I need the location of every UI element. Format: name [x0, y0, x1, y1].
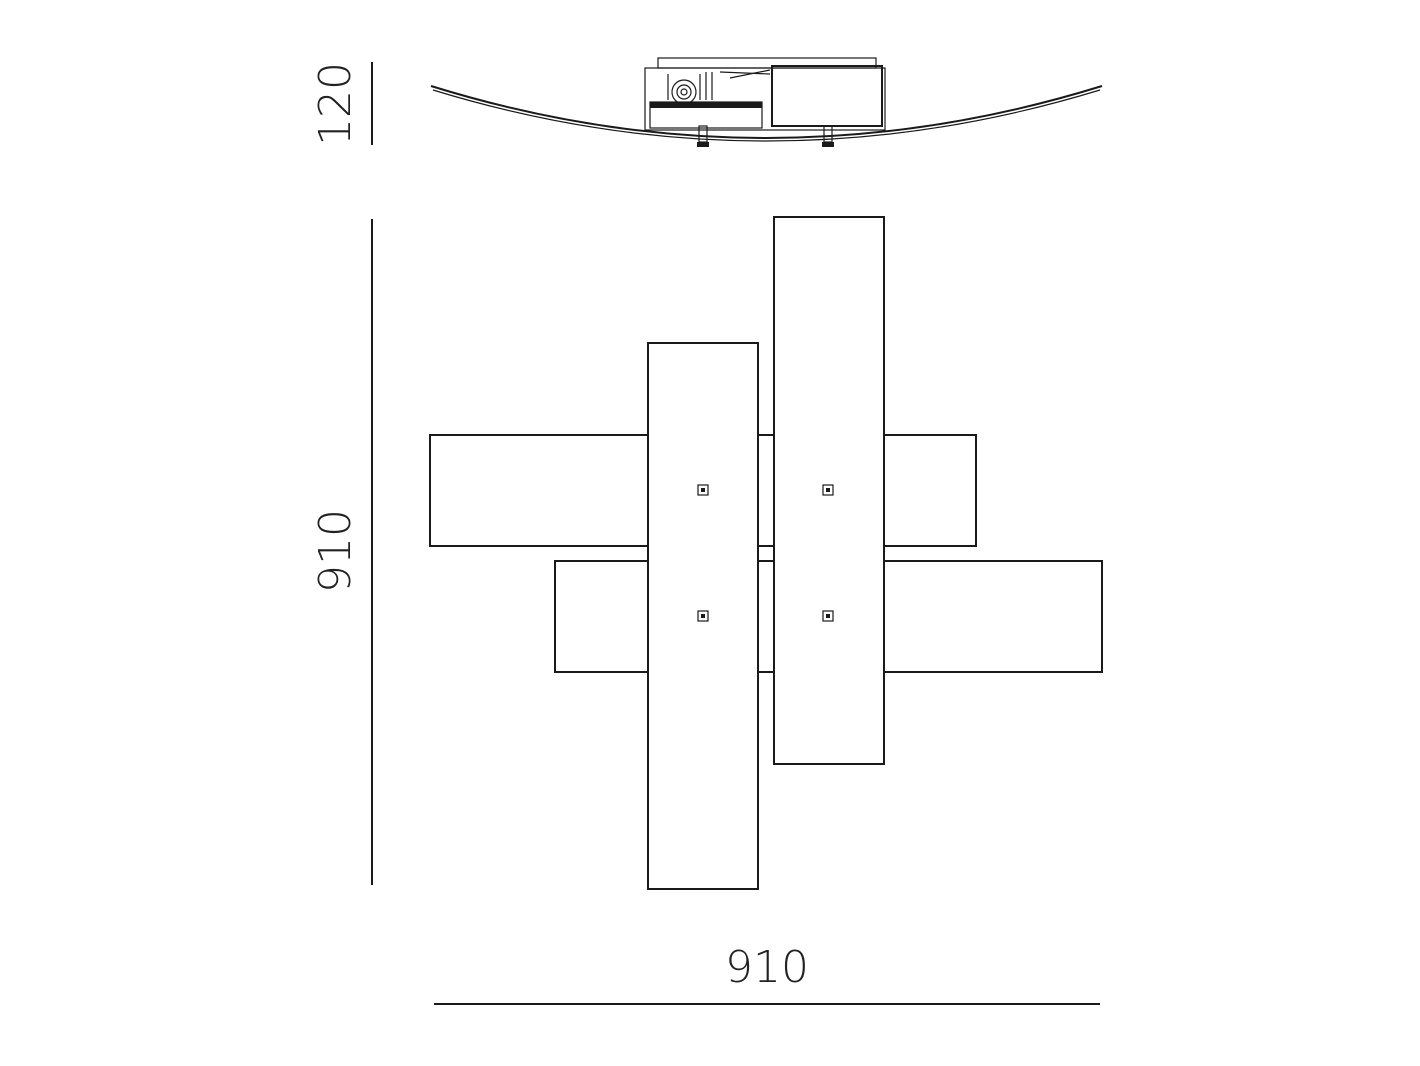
- screw-icon: [697, 484, 709, 496]
- screw-icon: [822, 610, 834, 622]
- screw-icon: [697, 610, 709, 622]
- screw-fixings: [697, 484, 834, 622]
- screw-icon: [822, 484, 834, 496]
- side-height-label: 120: [310, 62, 361, 146]
- side-view: 120: [310, 57, 1103, 147]
- front-height-label: 910: [310, 509, 361, 593]
- front-view: 910 910: [310, 216, 1103, 1005]
- coil-detail: [671, 79, 697, 105]
- curved-diffuser: [430, 85, 1103, 139]
- ceiling-canopy: [644, 57, 886, 147]
- front-width-label: 910: [725, 942, 809, 993]
- curved-diffuser-inner: [432, 89, 1101, 142]
